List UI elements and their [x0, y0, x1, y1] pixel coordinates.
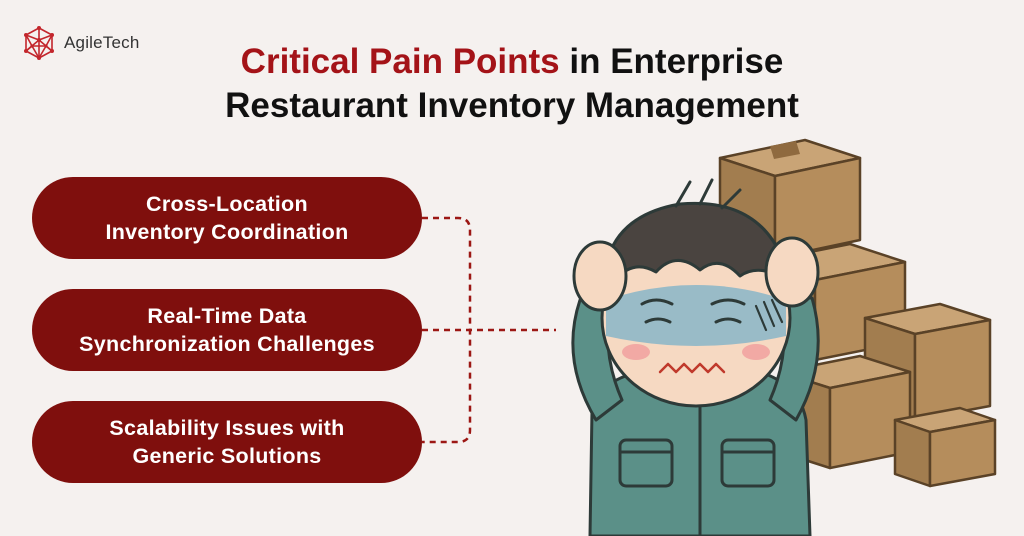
pain-point-1: Cross-Location Inventory Coordination: [32, 177, 422, 259]
pain-point-label: Scalability Issues with Generic Solution…: [109, 416, 345, 468]
title-line-1: Critical Pain Points in Enterprise: [0, 40, 1024, 84]
pain-point-label: Real-Time Data Synchronization Challenge…: [79, 304, 375, 356]
pain-point-3: Scalability Issues with Generic Solution…: [32, 401, 422, 483]
page-title: Critical Pain Points in Enterprise Resta…: [0, 40, 1024, 128]
title-accent: Critical Pain Points: [240, 42, 560, 81]
pain-point-2: Real-Time Data Synchronization Challenge…: [32, 289, 422, 371]
geodesic-sphere-icon: [24, 26, 54, 60]
brand-logo: AgileTech: [22, 26, 140, 60]
pain-point-label: Cross-Location Inventory Coordination: [105, 192, 349, 244]
title-rest: in Enterprise: [559, 42, 784, 81]
logo-text: AgileTech: [64, 33, 140, 52]
worker-figure: [571, 178, 820, 536]
title-line-2: Restaurant Inventory Management: [225, 86, 799, 125]
